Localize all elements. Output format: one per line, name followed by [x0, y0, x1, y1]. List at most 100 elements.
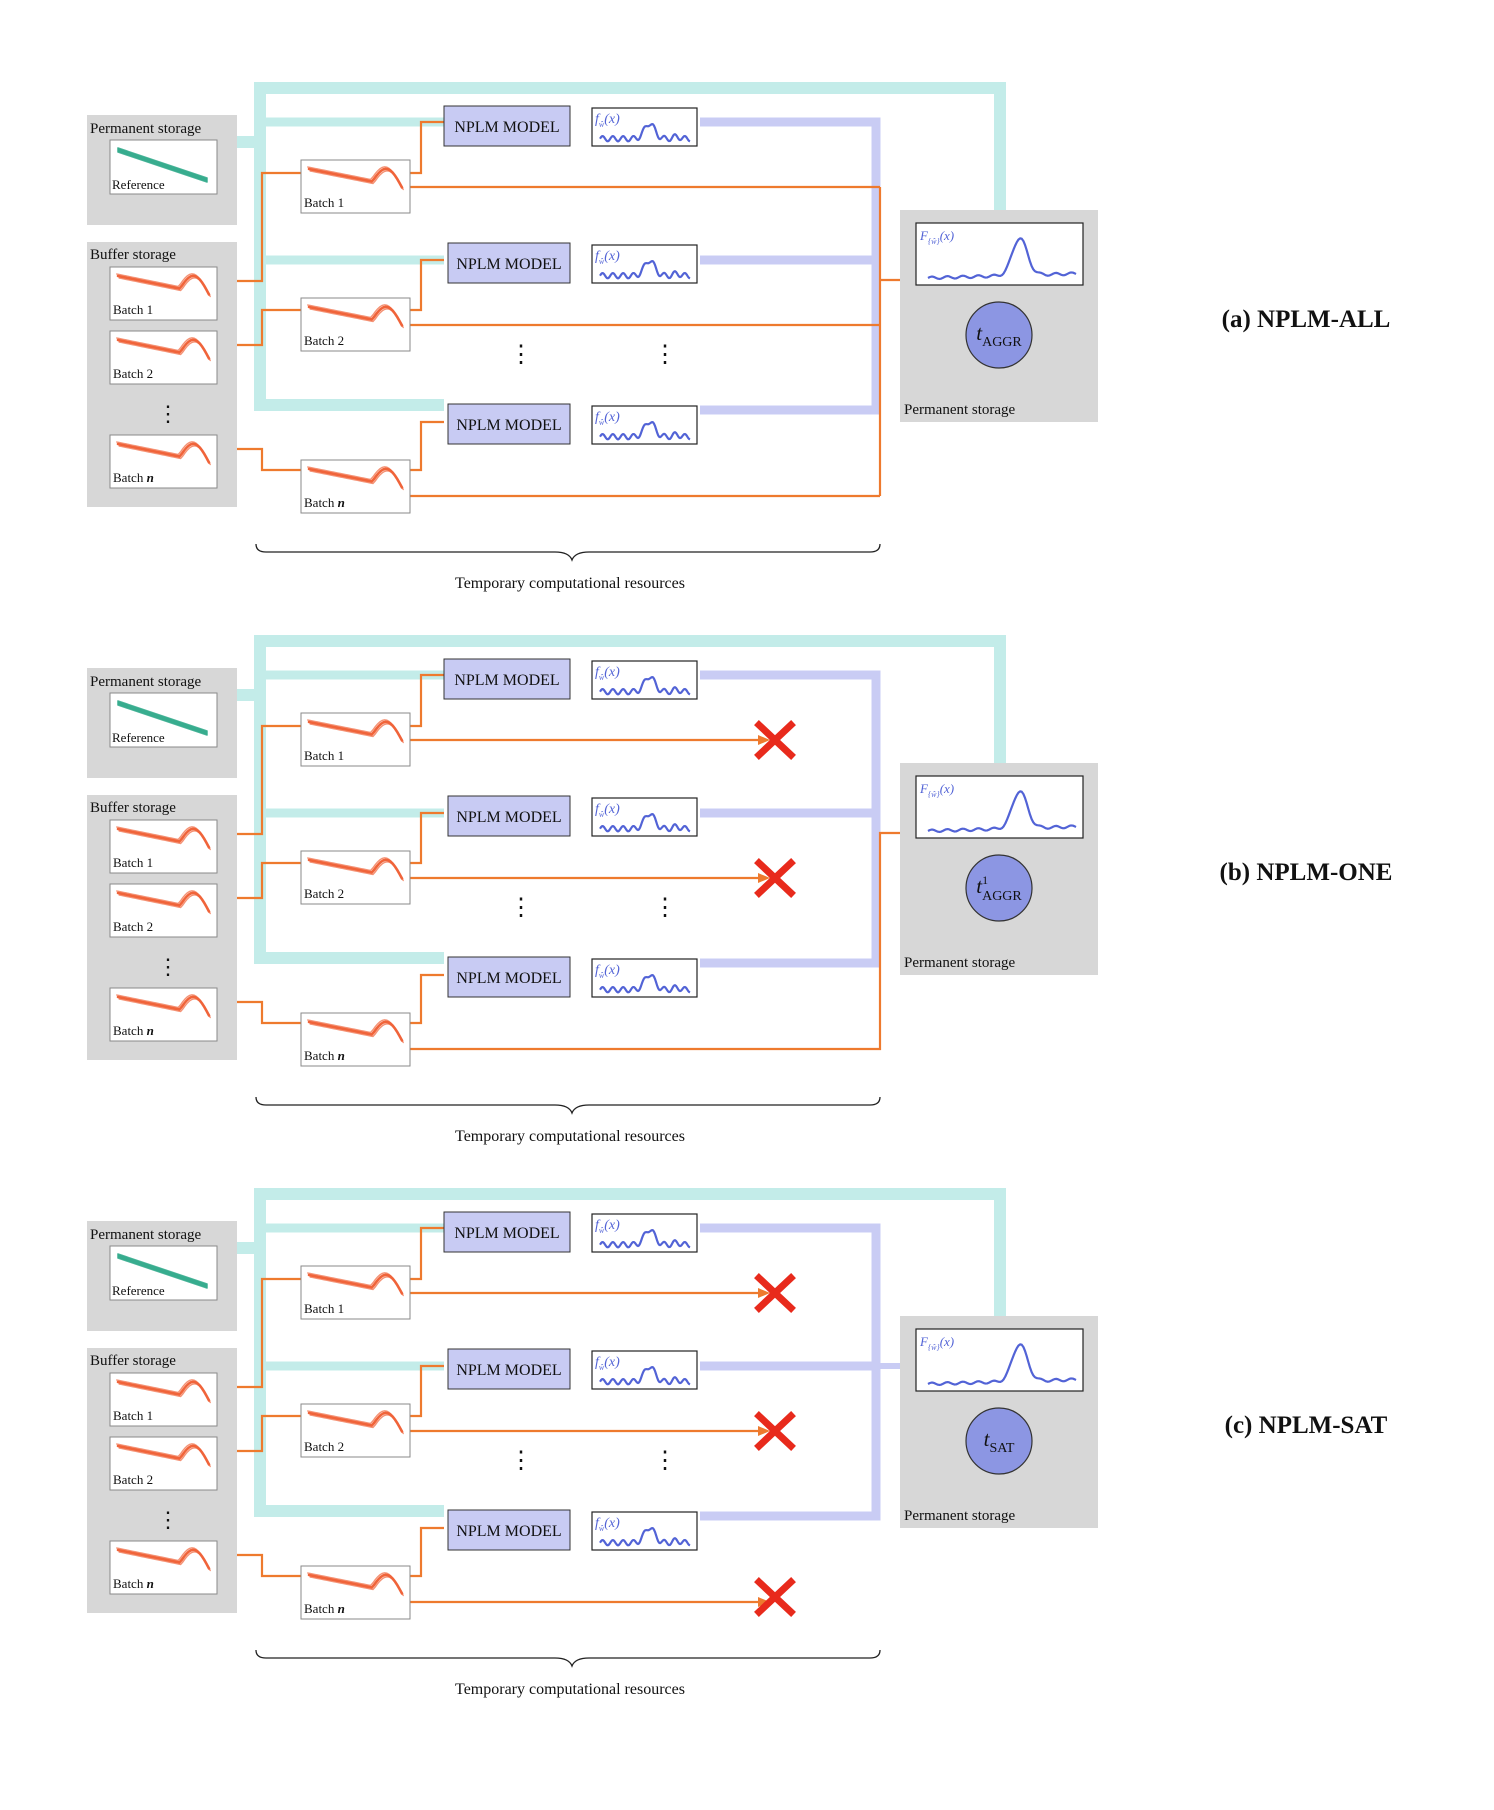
test-statistic-circle: [965, 301, 1033, 369]
batch-to-model-line: [410, 1526, 444, 1578]
batch-label: Batch 2: [113, 366, 153, 381]
model-output-plot: fŵ(x): [591, 1213, 698, 1253]
function-label: fŵ(x): [595, 1218, 620, 1235]
batch-label: Batch n: [113, 470, 154, 485]
arrow-head: [758, 873, 770, 883]
batch-to-model-line: [410, 258, 444, 312]
batch-label: Batch 1: [113, 302, 153, 317]
batch-label: Batch 2: [113, 1472, 153, 1487]
batch-data-icon: [307, 719, 404, 744]
batch-label: Batch 2: [304, 1439, 344, 1454]
batch-label: Batch n: [113, 1023, 154, 1038]
temp-batch-2: Batch 2: [300, 297, 411, 352]
arrow-head: [758, 735, 770, 745]
nplm-model-label: NPLM MODEL: [456, 809, 561, 826]
test-statistic-circle: [965, 854, 1033, 922]
arrow-head: [758, 1597, 770, 1607]
nplm-model-3: NPLM MODEL: [447, 1509, 571, 1551]
reference-label: Reference: [112, 1283, 165, 1298]
batch-data-icon: [307, 1019, 404, 1044]
ellipsis-dots: ⋮: [157, 1507, 179, 1532]
nplm-model-1: NPLM MODEL: [443, 658, 571, 700]
nplm-model-label: NPLM MODEL: [454, 672, 559, 689]
buffer-storage-label: Buffer storage: [90, 1353, 176, 1369]
nplm-model-label: NPLM MODEL: [456, 256, 561, 273]
model-output-pipe: [700, 1223, 881, 1521]
permanent-storage-label: Permanent storage: [90, 121, 202, 137]
temp-batch-1: Batch 1: [300, 1265, 411, 1320]
batch-label: Batch 2: [113, 919, 153, 934]
batch-data-icon: [116, 441, 211, 466]
model-output-pipe: [700, 670, 881, 968]
model-output-plot: fŵ(x): [591, 797, 698, 837]
buffer-batch-2: Batch 2: [109, 1436, 218, 1491]
nplm-model-label: NPLM MODEL: [456, 1523, 561, 1540]
arrow-head: [758, 1426, 770, 1436]
red-x-icon: [754, 1577, 796, 1617]
buffer-batch-n: Batch n: [109, 1540, 218, 1595]
test-statistic-label: tSAT: [984, 1427, 1015, 1456]
buffer-batch-2: Batch 2: [109, 883, 218, 938]
batch-data-icon: [307, 304, 404, 329]
batch-feed-line: [215, 1553, 301, 1578]
nplm-model-label: NPLM MODEL: [454, 119, 559, 136]
aggregate-plot: F{ŵ}(x): [915, 222, 1084, 286]
ellipsis-dots: ⋮: [157, 954, 179, 979]
temporary-resources-label: Temporary computational resources: [455, 575, 685, 592]
batch-data-icon: [307, 466, 404, 491]
temp-batch-2: Batch 2: [300, 1403, 411, 1458]
nplm-model-3: NPLM MODEL: [447, 956, 571, 998]
batch-feed-line: [215, 724, 301, 836]
nplm-model-box: [443, 658, 571, 700]
batch-frame: [109, 330, 218, 385]
nplm-model-2: NPLM MODEL: [447, 795, 571, 837]
plot-frame: [915, 1328, 1084, 1392]
red-x-icon: [754, 858, 796, 898]
reference-pipe: [254, 1194, 444, 1517]
function-label: fŵ(x): [595, 112, 620, 129]
batch-feed-line: [215, 1414, 301, 1453]
temporary-resources-label: Temporary computational resources: [455, 1128, 685, 1145]
output-curve: [599, 260, 691, 280]
buffer-storage-label: Buffer storage: [90, 247, 176, 263]
batch-feed-line: [215, 1000, 301, 1025]
reference-label: Reference: [112, 730, 165, 745]
nplm-model-box: [447, 795, 571, 837]
brace-icon: [255, 1096, 881, 1115]
temporary-resources-label: Temporary computational resources: [455, 1681, 685, 1698]
batch-data-icon: [307, 857, 404, 882]
nplm-model-box: [447, 242, 571, 284]
batch-to-model-line: [410, 120, 444, 175]
buffer-batch-2: Batch 2: [109, 330, 218, 385]
nplm-model-label: NPLM MODEL: [456, 1362, 561, 1379]
batch-data-icon: [116, 337, 211, 362]
result-storage-label: Permanent storage: [904, 955, 1016, 971]
temp-batch-n: Batch n: [300, 1565, 411, 1620]
reference-streak-icon: [117, 1253, 208, 1289]
function-label: fŵ(x): [595, 665, 620, 682]
function-label: fŵ(x): [595, 802, 620, 819]
arrow-head: [758, 1288, 770, 1298]
output-curve: [599, 421, 691, 441]
aggregate-plot: F{ŵ}(x): [915, 775, 1084, 839]
red-x-icon: [754, 1273, 796, 1313]
batch-data-icon: [116, 994, 211, 1019]
ellipsis-dots: ⋮: [509, 1448, 533, 1474]
permanent-storage-label: Permanent storage: [90, 674, 202, 690]
batch-data-icon: [116, 1443, 211, 1468]
aggregate-plot: F{ŵ}(x): [915, 1328, 1084, 1392]
buffer-batch-1: Batch 1: [109, 1372, 218, 1427]
buffer-storage-label: Buffer storage: [90, 800, 176, 816]
function-label: fŵ(x): [595, 1355, 620, 1372]
batch-to-model-line: [410, 1226, 444, 1281]
batch-label: Batch 1: [304, 1301, 344, 1316]
model-output-plot: fŵ(x): [591, 405, 698, 445]
result-storage-label: Permanent storage: [904, 402, 1016, 418]
ellipsis-dots: ⋮: [653, 895, 677, 921]
batch-forward-line: [410, 831, 905, 1051]
function-label: fŵ(x): [595, 410, 620, 427]
